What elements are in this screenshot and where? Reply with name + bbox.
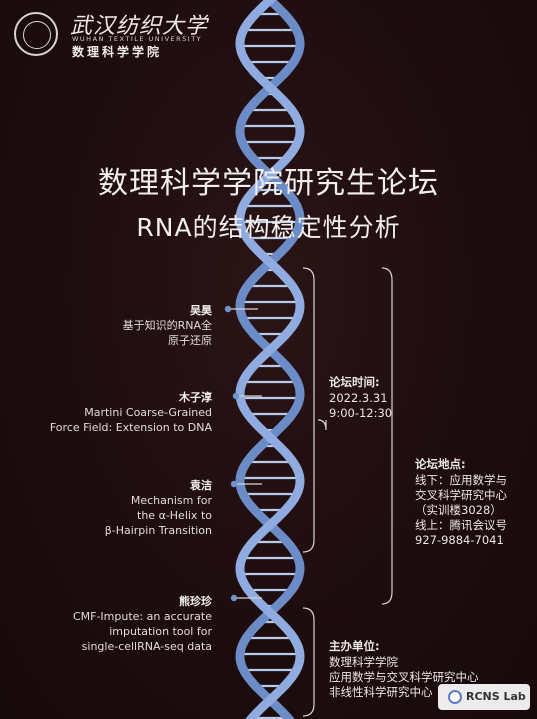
time-bracket <box>317 419 327 431</box>
speaker-4-topic: CMF-Impute: an accurate imputation tool … <box>73 609 212 654</box>
speaker-3-name: 袁洁 <box>190 479 212 492</box>
speaker-2-topic-line: Martini Coarse-Grained <box>84 406 212 419</box>
speaker-4-name: 熊珍珍 <box>179 595 212 608</box>
speaker-3-topic: Mechanism for the α-Helix to β-Hairpin T… <box>105 493 212 538</box>
location-line: 交叉科学研究中心 <box>415 488 507 502</box>
helix-strand-b <box>235 0 305 719</box>
organizer-list: 数理科学学院 应用数学与交叉科学研究中心 非线性科学研究中心 <box>329 655 479 700</box>
university-seal-logo <box>14 12 58 56</box>
lab-logo-icon <box>448 690 462 704</box>
location-line: 927-9884-7041 <box>415 533 504 547</box>
speaker-dot-4 <box>230 594 238 602</box>
organizer-bracket <box>302 607 315 717</box>
forum-subtitle: RNA的结构稳定性分析 <box>136 213 401 242</box>
speaker-dot-2 <box>232 392 240 400</box>
forum-date: 2022.3.31 <box>329 391 388 405</box>
speaker-3-topic-line: the α-Helix to <box>137 509 212 522</box>
university-name: 武汉纺织大学 <box>70 14 209 39</box>
university-name-en: WUHAN TEXTILE UNIVERSITY <box>72 35 203 43</box>
location-line: （实训楼3028） <box>415 503 502 517</box>
speaker-3-topic-line: β-Hairpin Transition <box>104 524 212 537</box>
speaker-2-topic: Martini Coarse-Grained Force Field: Exte… <box>50 405 212 435</box>
organizer-line: 数理科学学院 <box>329 655 398 669</box>
speaker-2-name: 木子淳 <box>179 391 212 404</box>
organizer-line: 应用数学与交叉科学研究中心 <box>329 670 479 684</box>
speaker-2-topic-line: Force Field: Extension to DNA <box>49 421 212 434</box>
speaker-4-topic-line: single-cellRNA-seq data <box>81 640 212 653</box>
speaker-connectors <box>228 308 262 599</box>
forum-hours: 9:00-12:30 <box>329 406 393 420</box>
speaker-1-topic-line: 原子还原 <box>168 334 212 347</box>
speaker-bracket <box>302 267 315 553</box>
speaker-1-topic-line: 基于知识的RNA全 <box>122 319 212 332</box>
forum-location-details: 线下：应用数学与 交叉科学研究中心 （实训楼3028） 线上：腾讯会议号 927… <box>415 473 507 548</box>
college-name: 数理科学学院 <box>72 45 163 59</box>
speaker-dot-3 <box>230 480 238 488</box>
location-bracket <box>381 267 393 605</box>
location-line: 线上：腾讯会议号 <box>415 518 507 532</box>
organizer-line: 非线性科学研究中心 <box>329 685 433 699</box>
speaker-dot-1 <box>224 305 232 313</box>
forum-title: 数理科学学院研究生论坛 <box>98 166 439 201</box>
location-line: 线下：应用数学与 <box>415 473 507 487</box>
forum-location-label: 论坛地点: <box>415 457 466 471</box>
forum-time-label: 论坛时间: <box>329 375 380 389</box>
speaker-3-topic-line: Mechanism for <box>130 494 212 507</box>
rcns-lab-label: RCNS Lab <box>466 690 526 703</box>
speaker-1-name: 吴昊 <box>190 304 212 317</box>
speaker-1-topic: 基于知识的RNA全 原子还原 <box>123 318 212 348</box>
helix-rungs <box>240 12 300 719</box>
speaker-4-topic-line: imputation tool for <box>109 625 212 638</box>
speaker-4-topic-line: CMF-Impute: an accurate <box>72 610 212 623</box>
organizer-label: 主办单位: <box>329 639 380 653</box>
helix-strand-a <box>235 0 305 719</box>
